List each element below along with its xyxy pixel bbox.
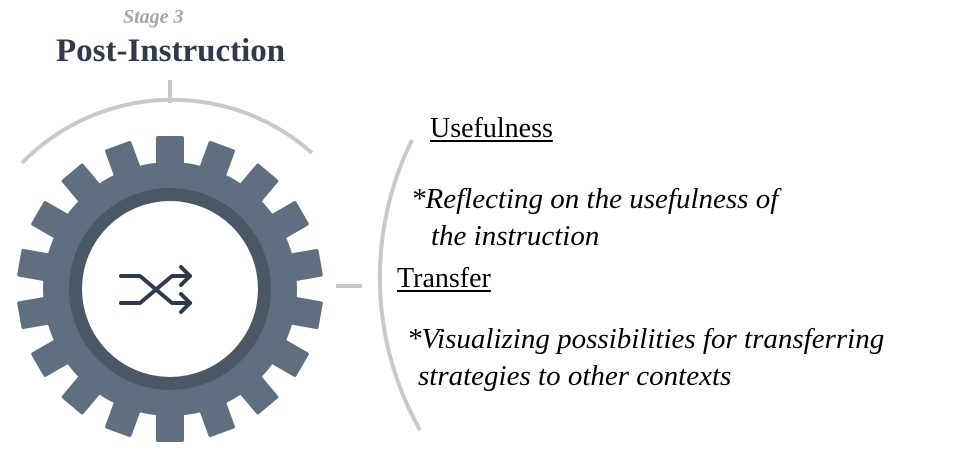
transfer-description-line: strategies to other contexts (418, 360, 732, 392)
stage-label: Stage 3 (123, 6, 184, 28)
usefulness-heading: Usefulness (430, 113, 553, 144)
shuffle-icon (119, 265, 192, 314)
stage-title: Post-Instruction (56, 33, 286, 69)
usefulness-description: *Reflecting on the usefulness of the ins… (411, 181, 778, 255)
right-arc (377, 139, 422, 431)
transfer-heading: Transfer (397, 263, 491, 294)
gear-icon (17, 136, 323, 442)
usefulness-description-line: *Reflecting on the usefulness of (411, 183, 779, 215)
transfer-description-line: *Visualizing possibilities for transferr… (407, 323, 885, 355)
usefulness-description-line: the instruction (431, 220, 600, 252)
top-arc (20, 97, 314, 165)
transfer-description: *Visualizing possibilities for transferr… (407, 321, 884, 395)
